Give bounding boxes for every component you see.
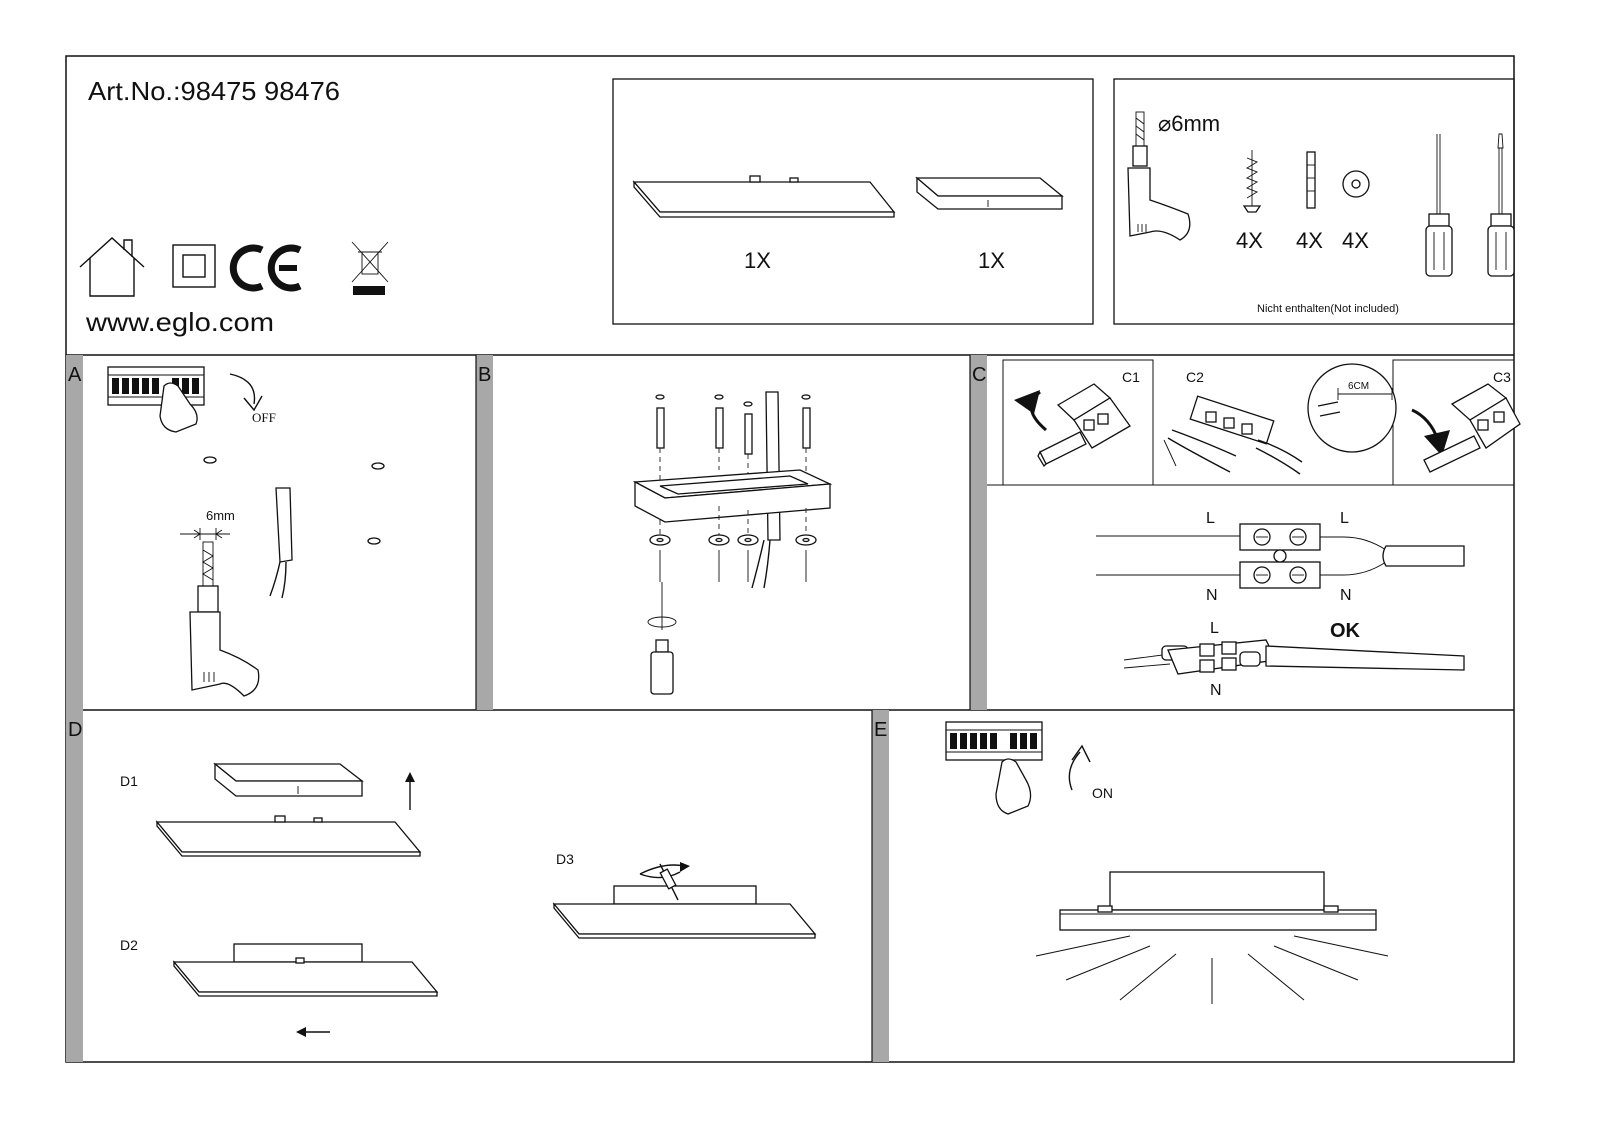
not-included-box	[1113, 78, 1515, 325]
live-label-left: L	[1206, 510, 1215, 527]
c1-box	[1002, 359, 1154, 486]
c3-terminal-cover-drawing	[1411, 383, 1521, 473]
website: www.eglo.com	[85, 307, 274, 337]
drill-icon	[1127, 111, 1191, 241]
off-arrow-icon	[229, 373, 263, 412]
washer-quantity: 4X	[1342, 228, 1369, 253]
screw-quantity: 4X	[1236, 228, 1263, 253]
included-parts-box	[612, 78, 1094, 325]
live-label-right: L	[1340, 510, 1349, 527]
wiring-diagram	[1096, 523, 1465, 589]
frame-quantity: 1X	[978, 248, 1005, 273]
c1-terminal-cover-drawing	[1014, 383, 1131, 468]
step-a-letter: A	[68, 364, 82, 386]
drill-width-label: 6mm	[206, 508, 235, 523]
light-panel-drawing	[632, 175, 896, 218]
step-e-letter: E	[874, 719, 887, 741]
section-c-bar	[970, 355, 987, 710]
drill-icon	[189, 541, 260, 697]
neutral-label-terminal: N	[1210, 682, 1222, 699]
drill-hole-marker	[203, 456, 217, 464]
step-b-letter: B	[478, 364, 491, 386]
mounting-frame-drawing	[915, 176, 1064, 210]
d2-drawing	[172, 943, 439, 1037]
house-icon	[79, 237, 145, 297]
live-label-terminal: L	[1210, 620, 1219, 637]
ce-mark-icon	[229, 244, 302, 292]
article-number: Art.No.:98475 98476	[88, 76, 340, 106]
strip-length-label: 6CM	[1348, 381, 1369, 392]
c2-label: C2	[1186, 369, 1204, 385]
wall-plug-icon	[1306, 151, 1316, 209]
panel-quantity: 1X	[744, 248, 771, 273]
double-insulation-icon	[172, 244, 216, 288]
supply-cable-icon	[269, 487, 293, 599]
off-label: OFF	[252, 410, 276, 425]
weee-bin-icon	[351, 241, 389, 295]
drill-hole-marker	[371, 462, 385, 470]
on-label: ON	[1092, 785, 1113, 801]
d1-drawing	[155, 762, 422, 857]
section-a-bar	[66, 355, 83, 710]
terminal-connected-drawing	[1123, 639, 1465, 675]
c1-label: C1	[1122, 369, 1140, 385]
drill-width-dimension	[180, 528, 230, 540]
on-arrow-icon	[1068, 744, 1091, 791]
c3-label: C3	[1493, 369, 1511, 385]
d3-drawing	[552, 862, 817, 939]
mounting-frame-install-drawing	[632, 391, 833, 695]
fuse-box-off-icon	[107, 366, 205, 433]
phillips-screwdriver-icon	[1487, 133, 1515, 277]
d1-label: D1	[120, 773, 138, 789]
drill-hole-marker	[367, 537, 381, 545]
neutral-label-right: N	[1340, 587, 1352, 604]
drill-size: ⌀6mm	[1158, 111, 1220, 136]
step-c-letter: C	[972, 364, 986, 386]
c2-wire-strip-drawing	[1163, 363, 1397, 475]
screw-icon	[1242, 150, 1262, 213]
installed-light-drawing	[1035, 871, 1389, 1004]
d2-label: D2	[120, 937, 138, 953]
not-included-note: Nicht enthalten(Not included)	[1257, 303, 1399, 315]
ok-label: OK	[1330, 620, 1361, 642]
plug-quantity: 4X	[1296, 228, 1323, 253]
washer-icon	[1342, 170, 1370, 198]
section-b-bar	[476, 355, 493, 710]
flat-screwdriver-icon	[1425, 134, 1453, 277]
neutral-label-left: N	[1206, 587, 1218, 604]
section-d-bar	[66, 710, 83, 1062]
d3-label: D3	[556, 851, 574, 867]
step-d-letter: D	[68, 719, 82, 741]
fuse-box-on-icon	[945, 721, 1043, 815]
section-e-bar	[872, 710, 889, 1062]
